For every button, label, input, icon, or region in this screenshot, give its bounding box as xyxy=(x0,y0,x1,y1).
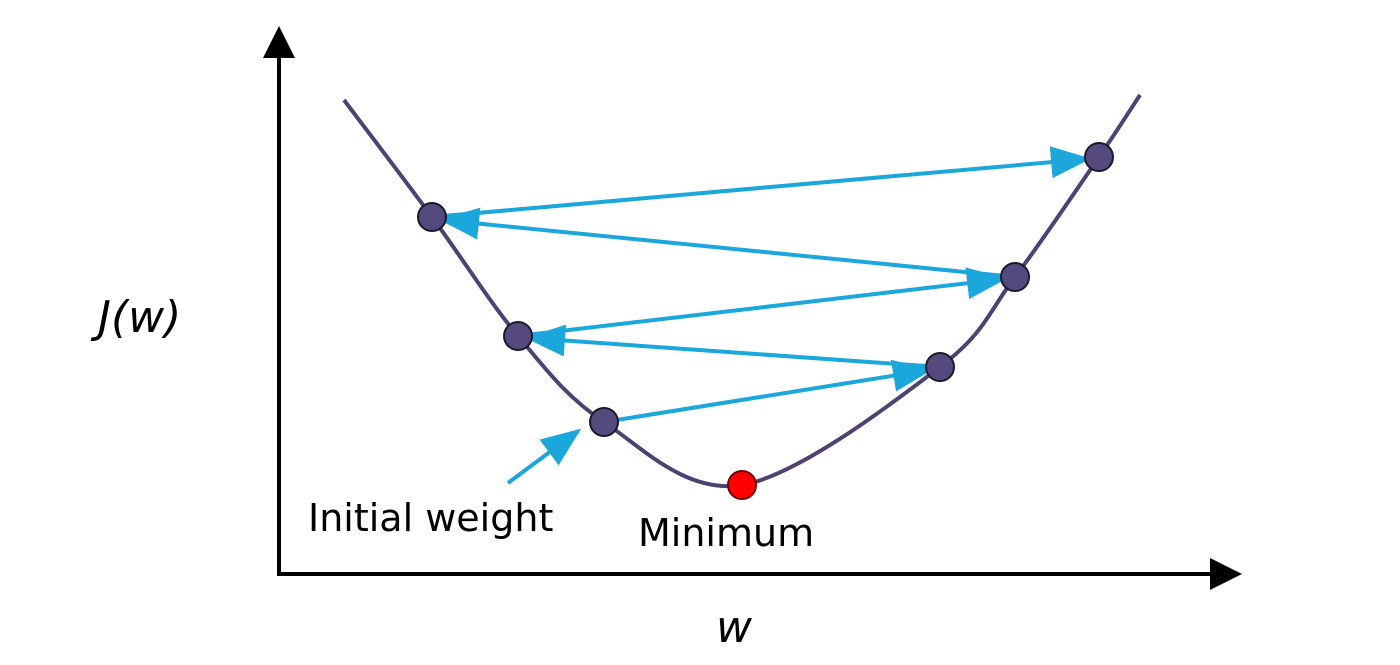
step-point-4 xyxy=(417,202,447,232)
step-arrow-4 xyxy=(439,207,1016,279)
x-axis-label: w xyxy=(716,602,753,653)
curve-points xyxy=(417,142,1114,500)
step-arrow-5 xyxy=(431,146,1091,219)
minimum-point xyxy=(727,470,757,500)
step-arrow-3 xyxy=(517,267,1007,338)
step-point-1 xyxy=(925,352,955,382)
initial-weight-point xyxy=(589,407,619,437)
step-point-2 xyxy=(503,321,533,351)
y-axis-label: J(w) xyxy=(90,292,181,343)
step-point-5 xyxy=(1084,142,1114,172)
step-point-3 xyxy=(1000,262,1030,292)
initial-weight-label: Initial weight xyxy=(308,496,553,540)
initial-weight-pointer-arrow xyxy=(506,428,582,485)
step-arrow-2 xyxy=(525,324,941,369)
step-arrow-1 xyxy=(603,359,933,424)
minimum-label: Minimum xyxy=(638,511,814,555)
step-arrows xyxy=(431,146,1091,424)
